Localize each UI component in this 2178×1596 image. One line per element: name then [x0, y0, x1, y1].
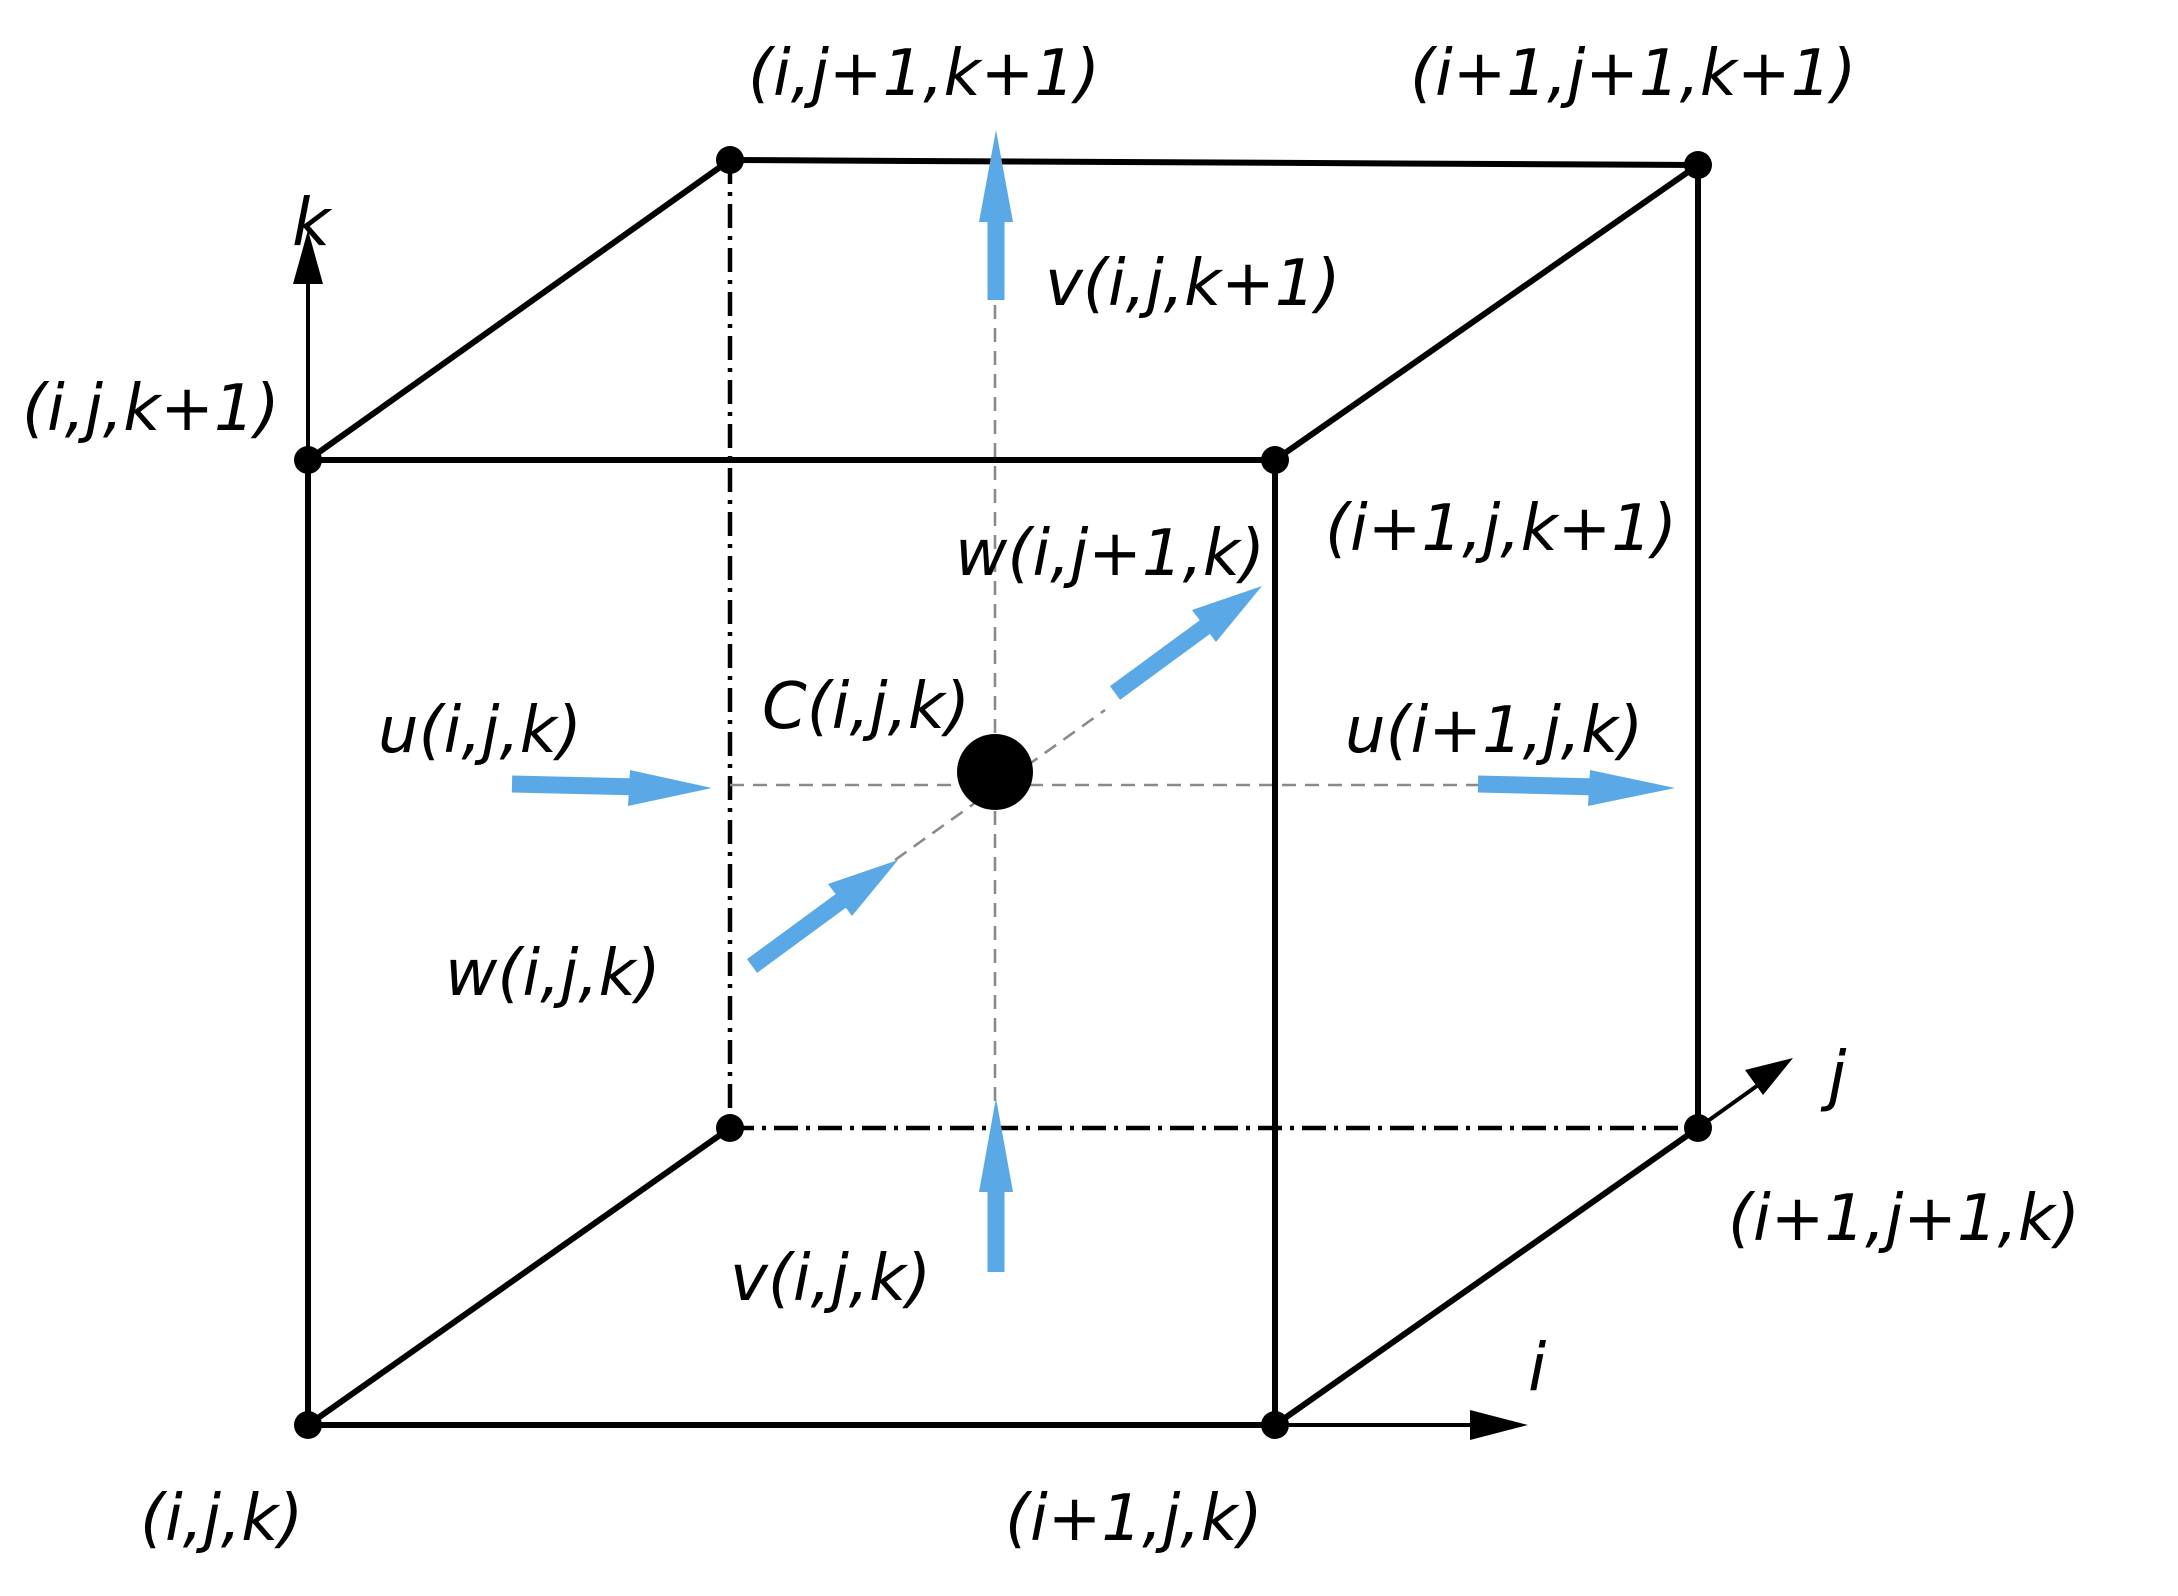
- vertex-ij1k: [716, 1114, 744, 1142]
- velocity-arrow-v-top: [979, 130, 1013, 300]
- label-vertex-i1jk1: (i+1,j,k+1): [1325, 492, 1677, 566]
- k-axis-arrowhead: [293, 230, 323, 284]
- label-v-bottom: v(i,j,k): [730, 1242, 931, 1316]
- top-right-edge: [1272, 162, 1701, 463]
- label-vertex-ijk: (i,j,k): [140, 1482, 303, 1556]
- bottom-right-edge: [1272, 1125, 1701, 1428]
- j-axis-line: [1696, 1076, 1770, 1130]
- top-left-edge: [305, 157, 733, 463]
- vertex-ijk1: [294, 446, 322, 474]
- vertex-i1jk1: [1261, 446, 1289, 474]
- label-u-right: u(i+1,j,k): [1345, 694, 1643, 768]
- vertex-i1jk: [1261, 1411, 1289, 1439]
- label-u-left: u(i,j,k): [378, 694, 582, 768]
- vertex-ij1k1: [716, 146, 744, 174]
- label-vertex-i1j1k: (i+1,j+1,k): [1728, 1182, 2080, 1256]
- j-axis: [1696, 1058, 1793, 1130]
- label-axis-j: j: [1820, 1037, 1847, 1114]
- label-w-upper: w(i,j+1,k): [955, 517, 1265, 591]
- i-axis: [1275, 1410, 1528, 1440]
- velocity-arrow-v-bottom: [979, 1098, 1013, 1272]
- label-v-top: v(i,j,k+1): [1045, 247, 1340, 321]
- label-center: C(i,j,k): [762, 670, 970, 744]
- velocity-arrow-u-right: [1477, 770, 1675, 806]
- axis-labels: k i j: [292, 184, 1847, 1406]
- k-axis: [293, 230, 323, 460]
- back-top-edge: [727, 157, 1701, 168]
- j-axis-arrowhead: [1745, 1058, 1793, 1095]
- variable-labels: C(i,j,k) u(i,j,k) u(i+1,j,k) v(i,j,k) v(…: [378, 247, 1643, 1316]
- vertex-i1j1k1: [1684, 151, 1712, 179]
- cube-edges: [305, 157, 1701, 1428]
- cube-vertices: [294, 146, 1712, 1439]
- vertex-labels: (i,j,k) (i+1,j,k) (i,j,k+1) (i+1,j,k+1) …: [22, 37, 2080, 1556]
- vertex-i1j1k: [1684, 1114, 1712, 1142]
- hidden-edges: [727, 160, 1698, 1131]
- label-vertex-ij1k1: (i,j+1,k+1): [748, 37, 1100, 111]
- i-axis-arrowhead: [1470, 1410, 1528, 1440]
- bottom-left-edge: [305, 1125, 733, 1428]
- label-vertex-ijk1: (i,j,k+1): [22, 372, 280, 446]
- label-vertex-i1j1k1: (i+1,j+1,k+1): [1410, 37, 1856, 111]
- label-axis-k: k: [292, 184, 333, 261]
- velocity-arrows: [511, 130, 1675, 1272]
- velocity-arrow-w-lower: [746, 860, 898, 973]
- label-vertex-i1jk: (i+1,j,k): [1005, 1482, 1263, 1556]
- guide-diagonal: [894, 708, 1106, 862]
- vertex-ijk: [294, 1411, 322, 1439]
- label-w-lower: w(i,j,k): [445, 937, 661, 1011]
- velocity-arrow-w-upper: [1109, 586, 1262, 700]
- center-guides: [730, 282, 1490, 1128]
- center-point: [957, 734, 1033, 810]
- velocity-arrow-u-left: [511, 770, 712, 806]
- label-axis-i: i: [1528, 1329, 1547, 1406]
